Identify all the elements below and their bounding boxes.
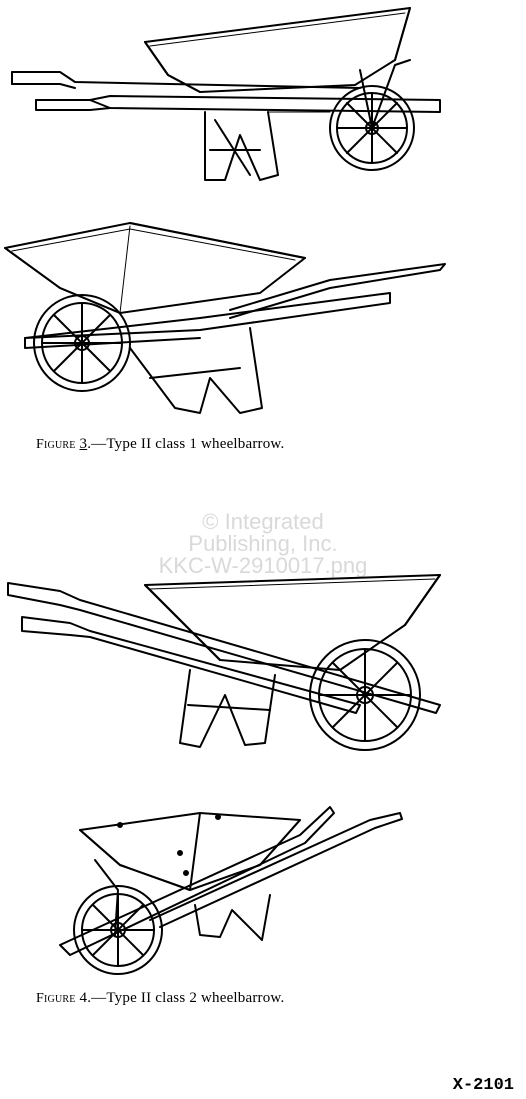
figure-3-caption: Figure 3.—Type II class 1 wheelbarrow. [36, 436, 284, 453]
watermark-line-3: KKC-W-2910017.png [158, 553, 368, 578]
figure-4-text: .—Type II class 2 wheelbarrow. [87, 990, 285, 1006]
wheelbarrow-drawing-1 [0, 0, 526, 215]
watermark: © Integrated Publishing, Inc. KKC-W-2910… [0, 511, 526, 577]
figure-4-caption: Figure 4.—Type II class 2 wheelbarrow. [36, 990, 284, 1007]
watermark-line-2: Publishing, Inc. [188, 531, 338, 556]
watermark-line-1: © Integrated [202, 509, 324, 534]
figure-3-number: 3 [79, 436, 88, 452]
figure-4-number: 4 [79, 990, 88, 1006]
figure-3-label: Figure [36, 437, 76, 452]
wheelbarrow-drawing-3 [0, 565, 526, 780]
figure-4-label: Figure [36, 991, 76, 1006]
plate-number: X-2101 [452, 1076, 514, 1095]
wheelbarrow-drawing-2 [0, 218, 526, 433]
figure-3-text: .—Type II class 1 wheelbarrow. [87, 436, 285, 452]
wheelbarrow-drawing-4 [0, 795, 526, 990]
